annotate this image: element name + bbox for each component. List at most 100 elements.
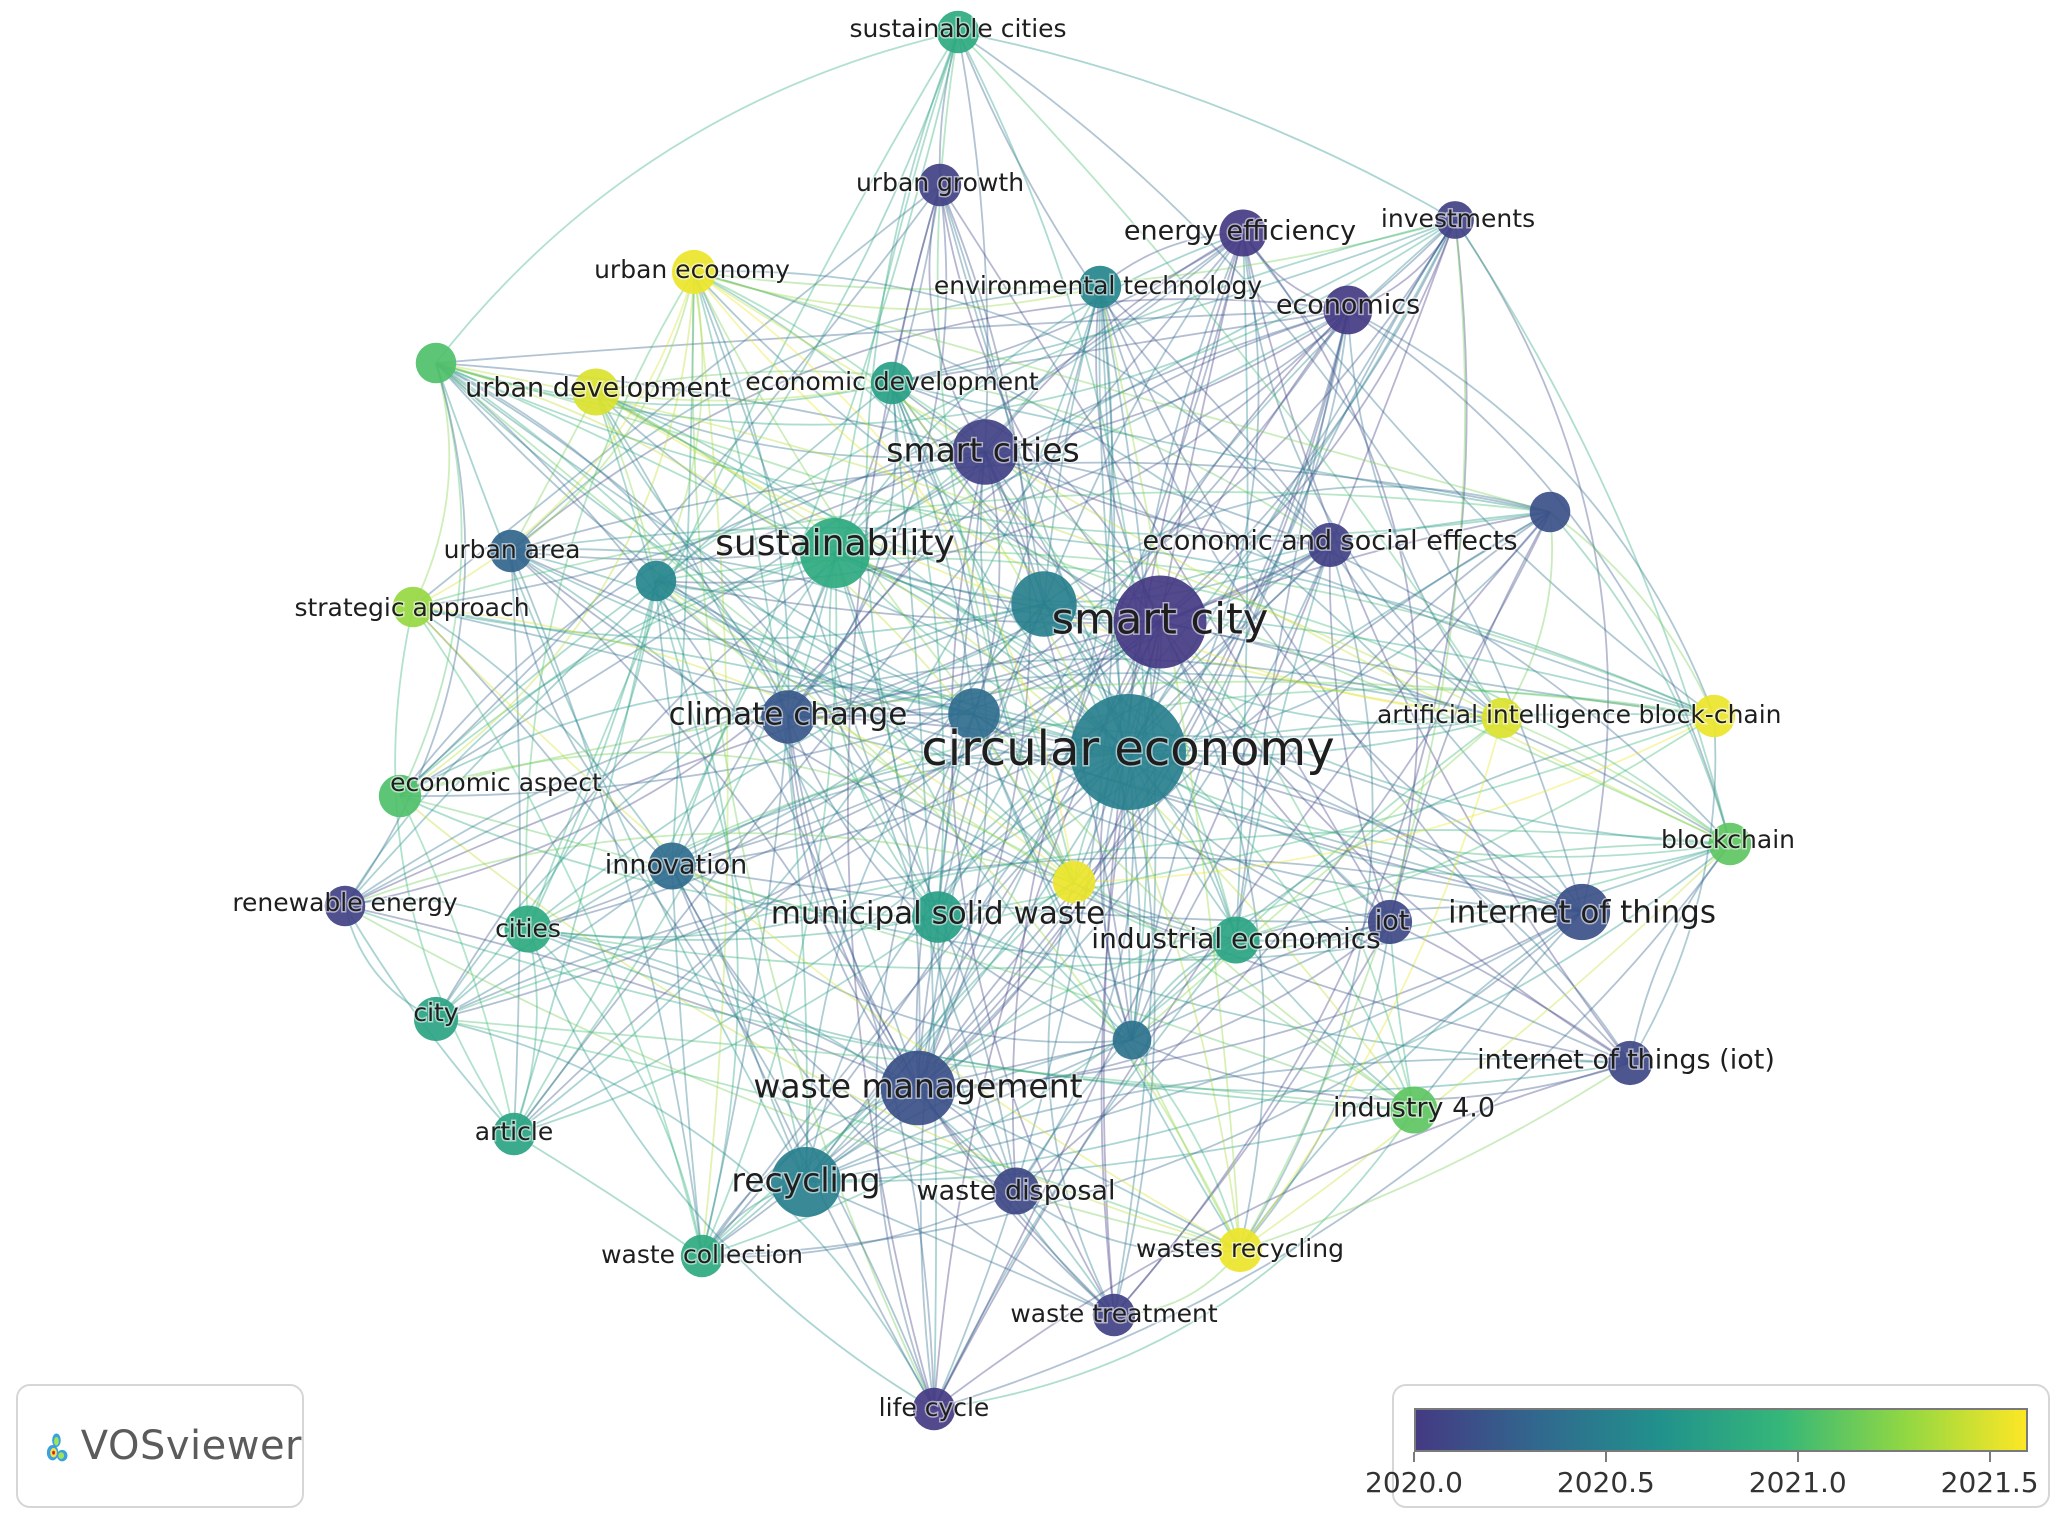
co-occurrence-link xyxy=(1113,219,1468,1316)
node-unlabeled-39[interactable] xyxy=(1011,571,1077,637)
node-article[interactable] xyxy=(492,1112,536,1156)
label-industry-4-0[interactable]: industry 4.0 xyxy=(1331,1091,1496,1125)
node-waste-collection[interactable] xyxy=(680,1234,724,1278)
label-renewable-energy[interactable]: renewable energy xyxy=(231,887,460,919)
co-occurrence-link xyxy=(1159,621,1715,717)
label-waste-management[interactable]: waste management xyxy=(752,1065,1084,1107)
node-unlabeled-41[interactable] xyxy=(415,342,457,384)
label-iot[interactable]: iot xyxy=(1373,904,1411,938)
label-economic-development[interactable]: economic development xyxy=(744,366,1041,398)
node-urban-development[interactable] xyxy=(572,368,620,416)
node-strategic-approach[interactable] xyxy=(392,586,434,628)
node-urban-economy[interactable] xyxy=(671,249,717,295)
node-sustainable-cities[interactable] xyxy=(936,10,980,54)
node-iot[interactable] xyxy=(1367,899,1413,945)
legend-tick-label: 2020.0 xyxy=(1365,1466,1463,1499)
node-economic-development[interactable] xyxy=(870,361,914,405)
label-waste-disposal[interactable]: waste disposal xyxy=(915,1174,1117,1208)
label-block-chain[interactable]: block-chain xyxy=(1637,699,1783,731)
node-smart-city[interactable] xyxy=(1113,575,1207,669)
node-municipal-solid-waste[interactable] xyxy=(912,891,964,943)
label-sustainability[interactable]: sustainability xyxy=(714,522,957,566)
label-article[interactable]: article xyxy=(473,1116,554,1148)
node-unlabeled-42[interactable] xyxy=(635,560,677,602)
label-urban-area[interactable]: urban area xyxy=(442,534,582,566)
label-strategic-approach[interactable]: strategic approach xyxy=(293,592,531,624)
label-urban-development[interactable]: urban development xyxy=(464,371,733,405)
label-waste-collection[interactable]: waste collection xyxy=(600,1239,805,1271)
node-life-cycle[interactable] xyxy=(912,1387,956,1431)
node-climate-change[interactable] xyxy=(761,690,815,744)
label-smart-cities[interactable]: smart cities xyxy=(885,429,1081,471)
node-innovation[interactable] xyxy=(648,842,696,890)
co-occurrence-link xyxy=(1239,1062,1631,1251)
label-economics[interactable]: economics xyxy=(1274,288,1421,322)
node-blockchain[interactable] xyxy=(1708,822,1752,866)
node-urban-area[interactable] xyxy=(489,529,533,573)
label-innovation[interactable]: innovation xyxy=(603,848,749,882)
node-unlabeled-45[interactable] xyxy=(1529,491,1571,533)
label-circular-economy[interactable]: circular economy xyxy=(920,720,1336,779)
node-recycling[interactable] xyxy=(771,1147,841,1217)
co-occurrence-link xyxy=(344,552,836,907)
node-cities[interactable] xyxy=(504,905,552,953)
label-economic-and-social-effects[interactable]: economic and social effects xyxy=(1141,524,1519,558)
label-blockchain[interactable]: blockchain xyxy=(1659,824,1796,856)
node-industry-4-0[interactable] xyxy=(1390,1086,1438,1134)
node-wastes-recycling[interactable] xyxy=(1217,1227,1263,1273)
node-economic-and-social-effects[interactable] xyxy=(1307,522,1353,568)
label-investments[interactable]: investments xyxy=(1379,203,1536,235)
node-smart-cities[interactable] xyxy=(952,419,1018,485)
node-economics[interactable] xyxy=(1323,285,1373,335)
label-energy-efficiency[interactable]: energy efficiency xyxy=(1122,214,1357,248)
co-occurrence-link xyxy=(412,362,451,608)
label-waste-treatment[interactable]: waste treatment xyxy=(1009,1298,1220,1330)
co-occurrence-link xyxy=(701,1190,1017,1258)
label-internet-of-things-iot[interactable]: internet of things (iot) xyxy=(1476,1043,1777,1077)
node-environmental-technology[interactable] xyxy=(1078,265,1122,309)
label-urban-growth[interactable]: urban growth xyxy=(854,167,1025,199)
node-economic-aspect[interactable] xyxy=(378,774,422,818)
label-urban-economy[interactable]: urban economy xyxy=(593,254,792,286)
node-waste-disposal[interactable] xyxy=(992,1167,1040,1215)
co-occurrence-link xyxy=(939,184,1161,623)
node-sustainability[interactable] xyxy=(800,518,870,588)
label-environmental-technology[interactable]: environmental technology xyxy=(932,270,1263,302)
node-unlabeled-43[interactable] xyxy=(1112,1020,1152,1060)
label-wastes-recycling[interactable]: wastes recycling xyxy=(1135,1233,1346,1265)
label-climate-change[interactable]: climate change xyxy=(667,695,909,734)
node-unlabeled-44[interactable] xyxy=(1052,860,1096,904)
node-investments[interactable] xyxy=(1436,201,1474,239)
label-cities[interactable]: cities xyxy=(494,913,563,945)
label-internet-of-things[interactable]: internet of things xyxy=(1446,893,1717,932)
node-block-chain[interactable] xyxy=(1692,694,1736,738)
label-economic-aspect[interactable]: economic aspect xyxy=(389,767,604,799)
co-occurrence-link xyxy=(933,1109,1415,1410)
node-circular-economy[interactable] xyxy=(1070,694,1186,810)
co-occurrence-link xyxy=(1159,511,1551,623)
co-occurrence-link xyxy=(834,552,1133,1041)
node-unlabeled-40[interactable] xyxy=(948,688,1000,740)
co-occurrence-link xyxy=(1131,717,1503,1041)
node-waste-treatment[interactable] xyxy=(1092,1293,1136,1337)
label-artificial-intelligence[interactable]: artificial intelligence xyxy=(1375,699,1632,731)
label-life-cycle[interactable]: life cycle xyxy=(877,1392,991,1424)
label-city[interactable]: city xyxy=(412,997,460,1029)
label-industrial-economics[interactable]: industrial economics xyxy=(1090,921,1382,957)
node-urban-growth[interactable] xyxy=(918,163,962,207)
label-municipal-solid-waste[interactable]: municipal solid waste xyxy=(769,894,1107,933)
label-recycling[interactable]: recycling xyxy=(730,1159,882,1201)
co-occurrence-link xyxy=(1159,232,1244,623)
node-industrial-economics[interactable] xyxy=(1212,916,1260,964)
node-city[interactable] xyxy=(413,996,459,1042)
node-energy-efficiency[interactable] xyxy=(1219,209,1267,257)
label-sustainable-cities[interactable]: sustainable cities xyxy=(848,13,1068,45)
vosviewer-logo: VOSviewer xyxy=(16,1384,304,1508)
node-waste-management[interactable] xyxy=(880,1050,956,1126)
node-internet-of-things[interactable] xyxy=(1553,883,1611,941)
node-renewable-energy[interactable] xyxy=(324,885,366,927)
co-occurrence-link xyxy=(399,795,1241,1251)
node-internet-of-things-iot[interactable] xyxy=(1607,1040,1653,1086)
node-artificial-intelligence[interactable] xyxy=(1481,697,1523,739)
label-smart-city[interactable]: smart city xyxy=(1050,593,1270,646)
